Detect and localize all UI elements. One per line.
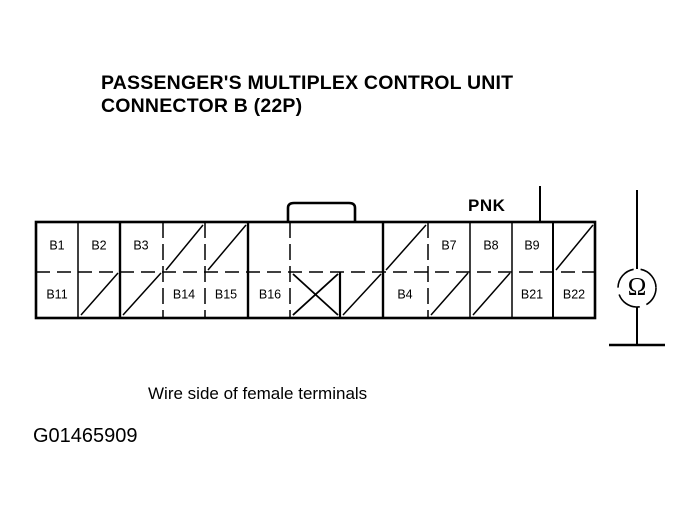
connector-column-dividers [77,222,554,318]
pin-label-b14: B14 [173,287,195,301]
connector-body-outline [34,220,597,320]
pin-label-b16: B16 [259,287,281,301]
pin-label-b8: B8 [483,238,498,252]
pin-label-b1: B1 [49,238,64,252]
pin-label-b15: B15 [215,287,237,301]
figure-caption: Wire side of female terminals [148,384,368,403]
pin-label-b9: B9 [524,238,539,252]
pin-labels-top-row: B1 B2 B3 B7 B8 B9 [49,238,539,252]
pin-label-b3: B3 [133,238,148,252]
title-line-1: PASSENGER'S MULTIPLEX CONTROL UNIT [101,72,514,94]
pin-label-b21: B21 [521,287,543,301]
pin-label-b22: B22 [563,287,585,301]
page-title: PASSENGER'S MULTIPLEX CONTROL UNIT CONNE… [101,72,621,118]
connector-locking-tab [286,201,357,222]
omega-glyph: Ω [628,274,647,301]
pin-label-b7: B7 [441,238,456,252]
wire-color-label-pnk: PNK [468,196,506,215]
pin-label-b4: B4 [397,287,412,301]
ohmmeter-symbol: Ω [609,190,665,347]
title-line-2: CONNECTOR B (22P) [101,95,303,117]
pin-labels-bottom-row: B11 B14 B15 B16 B4 B21 B22 [46,287,585,301]
pin-label-b11: B11 [46,287,67,301]
figure-id: G01465909 [33,425,138,447]
crossed-out-cavity [292,273,339,316]
unused-cavity-slashes [80,224,594,316]
pin-label-b2: B2 [91,238,106,252]
